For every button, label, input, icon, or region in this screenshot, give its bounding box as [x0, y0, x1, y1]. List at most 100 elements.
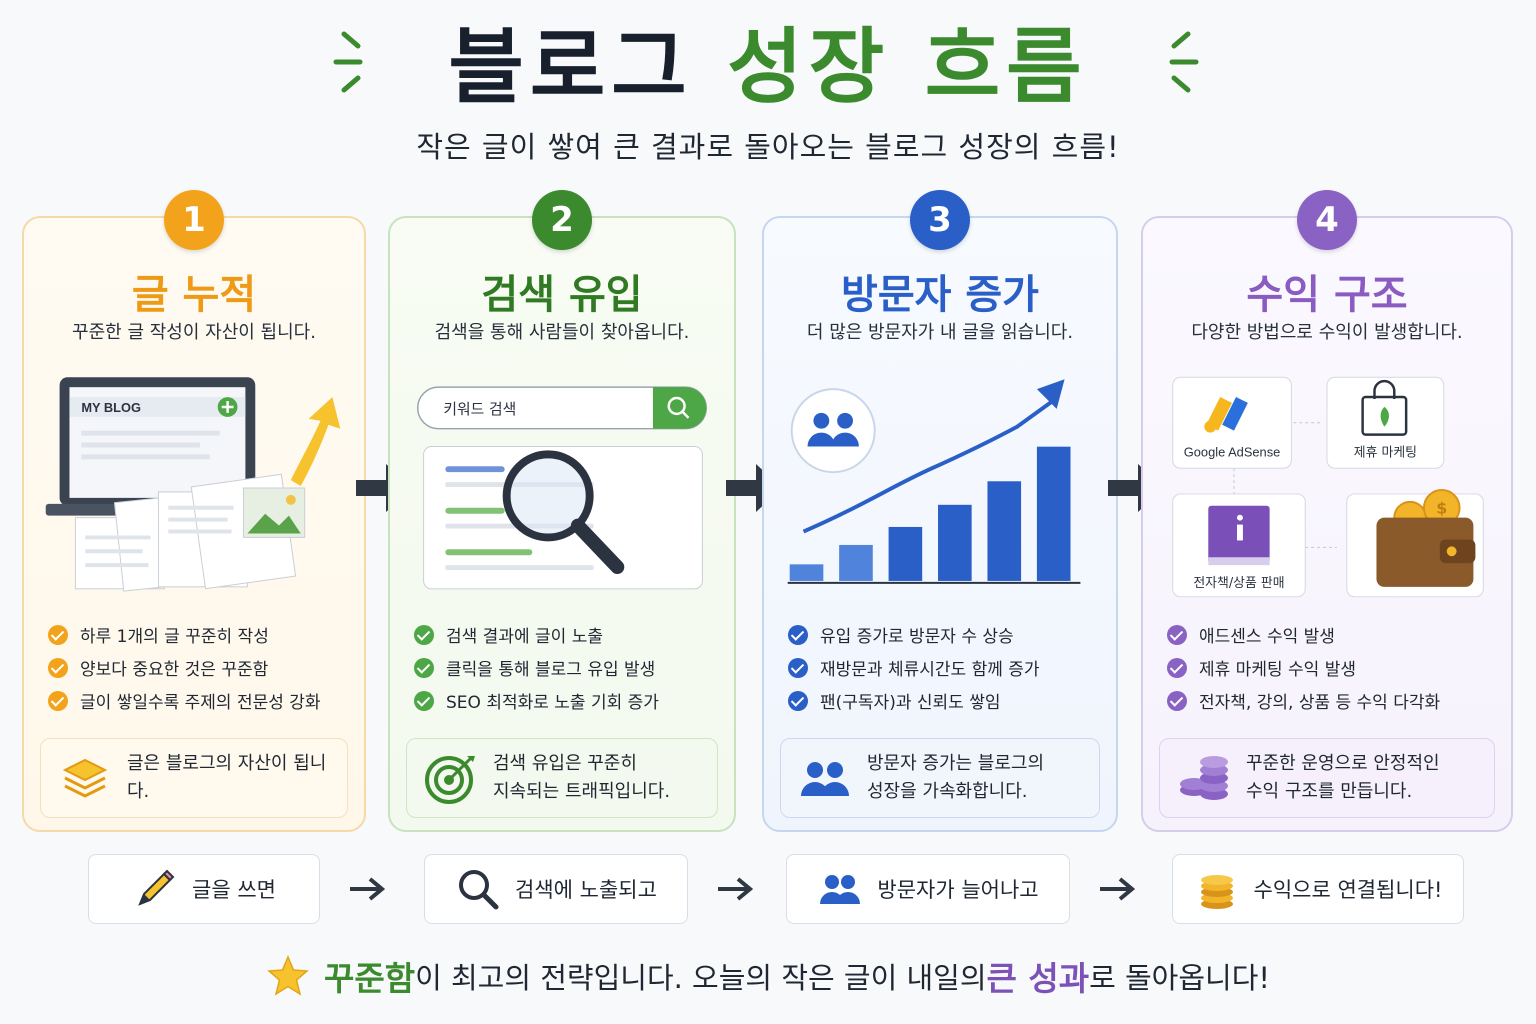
- page-title: 블로그 성장 흐름: [0, 18, 1536, 118]
- list-item: 클릭을 통해 블로그 유입 발생: [414, 651, 724, 684]
- shopping-bag-icon: [1361, 379, 1408, 436]
- check-icon: [1167, 657, 1187, 678]
- arrow-right-icon: [350, 877, 386, 901]
- step-desc-1: 꾸준한 글 작성이 자산이 됩니다.: [72, 322, 316, 343]
- sparkle-left-icon: [333, 31, 363, 93]
- step-title-4: 수익 구조: [1246, 272, 1408, 318]
- list-item: 제휴 마케팅 수익 발생: [1167, 651, 1501, 684]
- page-subtitle: 작은 글이 쌓여 큰 결과로 돌아오는 블로그 성장의 흐름!: [416, 130, 1120, 164]
- users-icon: [801, 762, 849, 796]
- summary-text-1: 글을 쓰면: [192, 878, 276, 902]
- list-item: SEO 최적화로 노출 기회 증가: [414, 684, 724, 717]
- step-box-3: 방문자 증가는 블로그의 성장을 가속화합니다.: [780, 738, 1100, 818]
- step-box-text-3: 방문자 증가는 블로그의 성장을 가속화합니다.: [867, 753, 1045, 802]
- list-item: 하루 1개의 글 꾸준히 작성: [48, 618, 354, 651]
- footer-message: 꾸준함 이 최고의 전략입니다. 오늘의 작은 글이 내일의 큰 성과 로 돌아…: [0, 948, 1536, 1004]
- step-number-4: 4: [1297, 190, 1357, 250]
- summary-step-2: 검색에 노출되고: [424, 854, 688, 924]
- summary-text-4: 수익으로 연결됩니다!: [1253, 878, 1443, 902]
- step-box-text-4: 꾸준한 운영으로 안정적인 수익 구조를 만듭니다.: [1246, 753, 1440, 802]
- list-item: 검색 결과에 글이 노출: [414, 618, 724, 651]
- search-illustration: 키워드 검색: [416, 386, 708, 590]
- check-icon: [414, 657, 434, 678]
- search-icon: [667, 396, 686, 416]
- star-icon: [267, 955, 309, 996]
- layers-icon: [62, 758, 108, 798]
- chart-bar: [1036, 446, 1071, 581]
- step-desc-4: 다양한 방법으로 수익이 발생합니다.: [1191, 322, 1463, 343]
- arrow-right-icon: [718, 877, 754, 901]
- step-bullets-1: 하루 1개의 글 꾸준히 작성 양보다 중요한 것은 꾸준함 글이 쌓일수록 주…: [48, 618, 354, 717]
- wallet-icon: $: [1376, 488, 1476, 587]
- step-bullets-2: 검색 결과에 글이 노출 클릭을 통해 블로그 유입 발생 SEO 최적화로 노…: [414, 618, 724, 717]
- affiliate-label: 제휴 마케팅: [1354, 445, 1417, 460]
- blog-laptop-illustration: MY BLOG: [45, 377, 341, 592]
- ebook-label: 전자책/상품 판매: [1193, 576, 1284, 591]
- trend-line: [802, 399, 1054, 534]
- footer-highlight-2: 큰 성과: [986, 959, 1090, 998]
- search-icon: [459, 870, 499, 910]
- step-bullets-4: 애드센스 수익 발생 제휴 마케팅 수익 발생 전자책, 강의, 상품 등 수익…: [1167, 618, 1501, 717]
- step-card-2: 2 검색 유입 검색을 통해 사람들이 찾아옵니다. 키워드 검색 검색 결과에…: [388, 190, 736, 832]
- chart-bar: [938, 504, 972, 581]
- growth-chart: [787, 379, 1081, 584]
- step-card-1: 1 글 누적 꾸준한 글 작성이 자산이 됩니다. MY BLOG: [22, 190, 366, 832]
- step-bullets-3: 유입 증가로 방문자 수 상승 재방문과 체류시간도 함께 증가 팬(구독자)과…: [788, 618, 1106, 717]
- ebook-icon: [1208, 505, 1270, 566]
- growth-arrow-icon: [290, 397, 341, 487]
- sparkle-right-icon: [1169, 31, 1199, 93]
- check-icon: [788, 690, 808, 711]
- check-icon: [1167, 624, 1187, 645]
- revenue-illustration: Google AdSense 제휴 마케팅 전자책/상품 판매 $: [1172, 376, 1484, 598]
- step-box-text-1: 글은 블로그의 자산이 됩니다.: [127, 753, 327, 802]
- step-number-1: 1: [164, 190, 224, 250]
- document-stack-icon: [74, 473, 306, 592]
- step-card-3: 3 방문자 증가 더 많은 방문자가 내 글을 읽습니다. 유입 증가로 방문자…: [762, 190, 1118, 832]
- check-icon: [414, 690, 434, 711]
- chart-bar: [789, 564, 824, 581]
- check-icon: [48, 624, 68, 645]
- chart-bar: [888, 526, 923, 581]
- summary-step-3: 방문자가 늘어나고: [786, 854, 1070, 924]
- title-part-2: 성장 흐름: [727, 20, 1088, 115]
- svg-text:$: $: [1436, 499, 1447, 518]
- list-item: 유입 증가로 방문자 수 상승: [788, 618, 1106, 651]
- summary-step-4: 수익으로 연결됩니다!: [1172, 854, 1464, 924]
- check-icon: [414, 624, 434, 645]
- title-part-1: 블로그: [448, 20, 693, 115]
- step-box-2: 검색 유입은 꾸준히 지속되는 트래픽입니다.: [406, 738, 718, 818]
- list-item: 팬(구독자)과 신뢰도 쌓임: [788, 684, 1106, 717]
- search-button[interactable]: [652, 387, 707, 429]
- step-title-1: 글 누적: [131, 272, 257, 318]
- trend-arrowhead: [1036, 379, 1065, 409]
- check-icon: [788, 657, 808, 678]
- step-desc-3: 더 많은 방문자가 내 글을 읽습니다.: [806, 322, 1074, 343]
- step-number-2: 2: [532, 190, 592, 250]
- footer-text-1: 이 최고의 전략입니다. 오늘의 작은 글이 내일의: [415, 961, 987, 995]
- list-item: 전자책, 강의, 상품 등 수익 다각화: [1167, 684, 1501, 717]
- step-title-3: 방문자 증가: [841, 272, 1039, 318]
- list-item: 애드센스 수익 발생: [1167, 618, 1501, 651]
- list-item: 글이 쌓일수록 주제의 전문성 강화: [48, 684, 354, 717]
- check-icon: [788, 624, 808, 645]
- blog-label: MY BLOG: [81, 400, 141, 415]
- step-box-text-2: 검색 유입은 꾸준히 지속되는 트래픽입니다.: [493, 753, 671, 802]
- check-icon: [1167, 690, 1187, 711]
- footer-text-2: 로 돌아옵니다!: [1089, 961, 1271, 995]
- step-box-1: 글은 블로그의 자산이 됩니다.: [40, 738, 348, 818]
- pencil-icon: [138, 869, 175, 906]
- step-title-2: 검색 유입: [481, 272, 643, 318]
- summary-step-1: 글을 쓰면: [88, 854, 320, 924]
- list-item: 재방문과 체류시간도 함께 증가: [788, 651, 1106, 684]
- header: 블로그 성장 흐름 작은 글이 쌓여 큰 결과로 돌아오는 블로그 성장의 흐름…: [0, 0, 1536, 190]
- adsense-logo-icon: [1204, 396, 1248, 433]
- magnifier-icon: [502, 450, 625, 574]
- chart-bar: [987, 481, 1022, 581]
- search-placeholder: 키워드 검색: [443, 401, 516, 418]
- step-card-4: 4 수익 구조 다양한 방법으로 수익이 발생합니다. Google AdSen…: [1141, 190, 1513, 832]
- check-icon: [48, 657, 68, 678]
- users-icon: [807, 412, 859, 447]
- summary-text-2: 검색에 노출되고: [515, 878, 657, 902]
- step-number-3: 3: [910, 190, 970, 250]
- check-icon: [48, 690, 68, 711]
